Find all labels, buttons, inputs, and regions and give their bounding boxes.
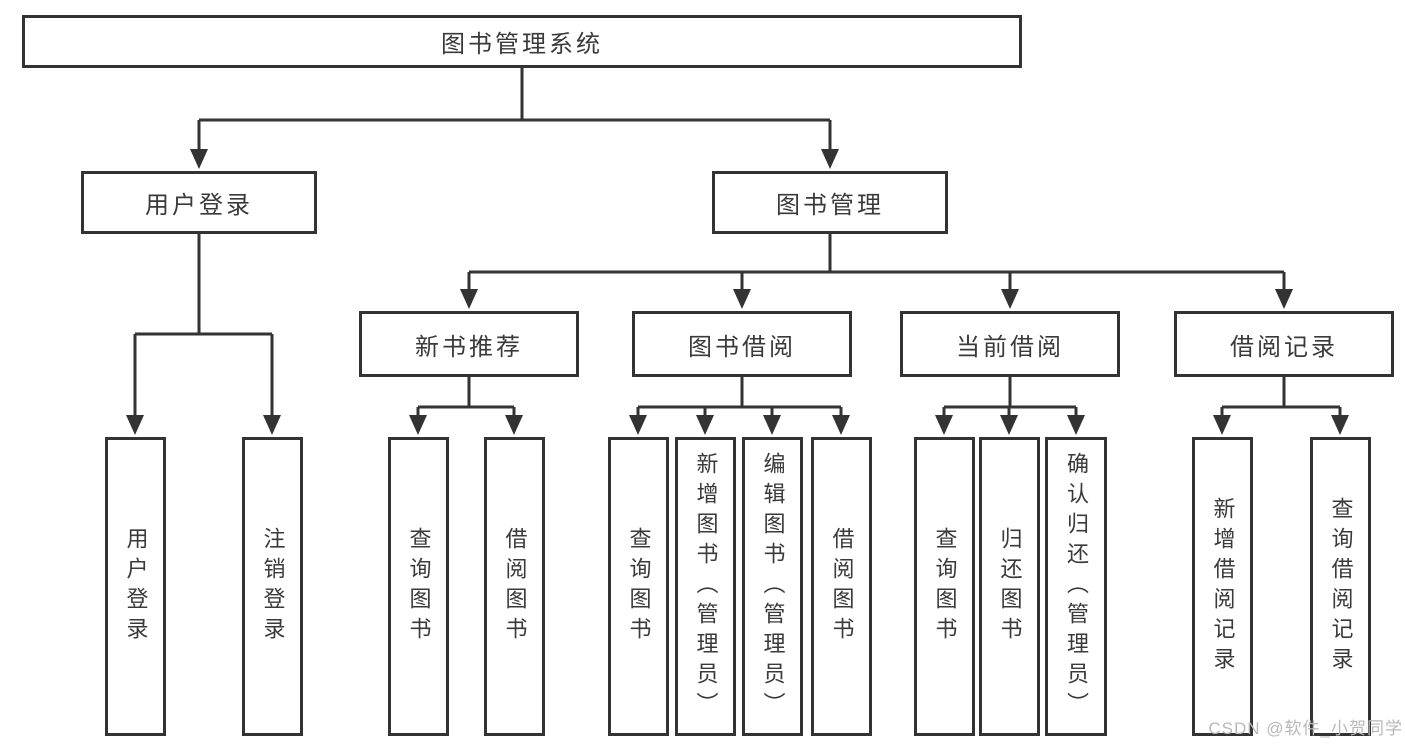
node-label: 当前借阅: [956, 333, 1064, 361]
node-label: 借阅图书: [829, 526, 855, 647]
node-current-query-books: 查询图书: [914, 437, 975, 736]
node-label: 注销登录: [260, 526, 286, 647]
node-borrowing-borrow-books: 借阅图书: [811, 437, 872, 736]
connector-recommendation-children: [416, 377, 516, 415]
arrow-down-icon: [821, 149, 839, 169]
node-label: 编辑图书（管理员）: [760, 451, 786, 722]
arrow-down-icon: [1000, 415, 1018, 435]
node-label: 归还图书: [997, 526, 1023, 647]
node-label: 新书推荐: [415, 333, 523, 361]
node-book-borrowing: 图书借阅: [632, 311, 852, 377]
arrow-down-icon: [409, 415, 427, 435]
node-label: 查询图书: [932, 526, 958, 647]
node-label: 查询借阅记录: [1328, 496, 1354, 677]
node-label: 查询图书: [626, 526, 652, 647]
node-recommend-borrow-books: 借阅图书: [484, 437, 545, 736]
node-label: 借阅图书: [502, 526, 528, 647]
node-label: 图书借阅: [688, 333, 796, 361]
node-user-login-action: 用户登录: [105, 437, 166, 736]
node-return-books: 归还图书: [979, 437, 1040, 736]
node-label: 图书管理系统: [441, 31, 603, 58]
arrow-down-icon: [190, 149, 208, 169]
node-label: 新增图书（管理员）: [693, 451, 719, 722]
connector-root-to-level2: [197, 68, 832, 150]
node-label: 新增借阅记录: [1210, 496, 1236, 677]
node-label: 图书管理: [776, 192, 884, 219]
node-confirm-return-admin: 确认归还（管理员）: [1045, 437, 1107, 736]
node-user-login: 用户登录: [81, 171, 317, 234]
arrow-down-icon: [1331, 415, 1349, 435]
node-add-borrow-record: 新增借阅记录: [1192, 437, 1253, 736]
node-book-management: 图书管理: [712, 171, 948, 234]
arrow-down-icon: [126, 415, 144, 435]
node-borrowing-query-books: 查询图书: [608, 437, 669, 736]
connector-borrowing-children: [636, 377, 843, 415]
arrow-down-icon: [629, 415, 647, 435]
node-label: 借阅记录: [1230, 333, 1338, 361]
connector-records-children: [1220, 377, 1342, 415]
node-recommend-query-books: 查询图书: [388, 437, 449, 736]
arrow-down-icon: [460, 289, 478, 309]
csdn-watermark: CSDN @软件_小贺同学: [1208, 719, 1403, 738]
arrow-down-icon: [1213, 415, 1231, 435]
arrow-down-icon: [1067, 415, 1085, 435]
arrow-down-icon: [1275, 289, 1293, 309]
node-logout-action: 注销登录: [242, 437, 303, 736]
arrow-down-icon: [832, 415, 850, 435]
arrow-down-icon: [696, 415, 714, 435]
node-add-books-admin: 新增图书（管理员）: [675, 437, 736, 736]
node-label: 用户登录: [123, 526, 149, 647]
connector-current-children: [942, 377, 1078, 415]
connector-book-management-children: [467, 234, 1286, 289]
node-query-borrow-record: 查询借阅记录: [1310, 437, 1371, 736]
arrow-down-icon: [263, 415, 281, 435]
node-library-management-system: 图书管理系统: [22, 15, 1022, 68]
node-label: 查询图书: [406, 526, 432, 647]
arrow-down-icon: [763, 415, 781, 435]
node-current-borrowing: 当前借阅: [900, 311, 1120, 377]
connector-user-login-children: [133, 234, 274, 415]
node-edit-books-admin: 编辑图书（管理员）: [742, 437, 803, 736]
node-label: 确认归还（管理员）: [1064, 451, 1089, 722]
node-borrowing-records: 借阅记录: [1174, 311, 1394, 377]
arrow-down-icon: [935, 415, 953, 435]
node-label: 用户登录: [145, 192, 253, 219]
arrow-down-icon: [733, 289, 751, 309]
node-new-book-recommendation: 新书推荐: [359, 311, 579, 377]
arrow-down-icon: [505, 415, 523, 435]
arrow-down-icon: [1001, 289, 1019, 309]
